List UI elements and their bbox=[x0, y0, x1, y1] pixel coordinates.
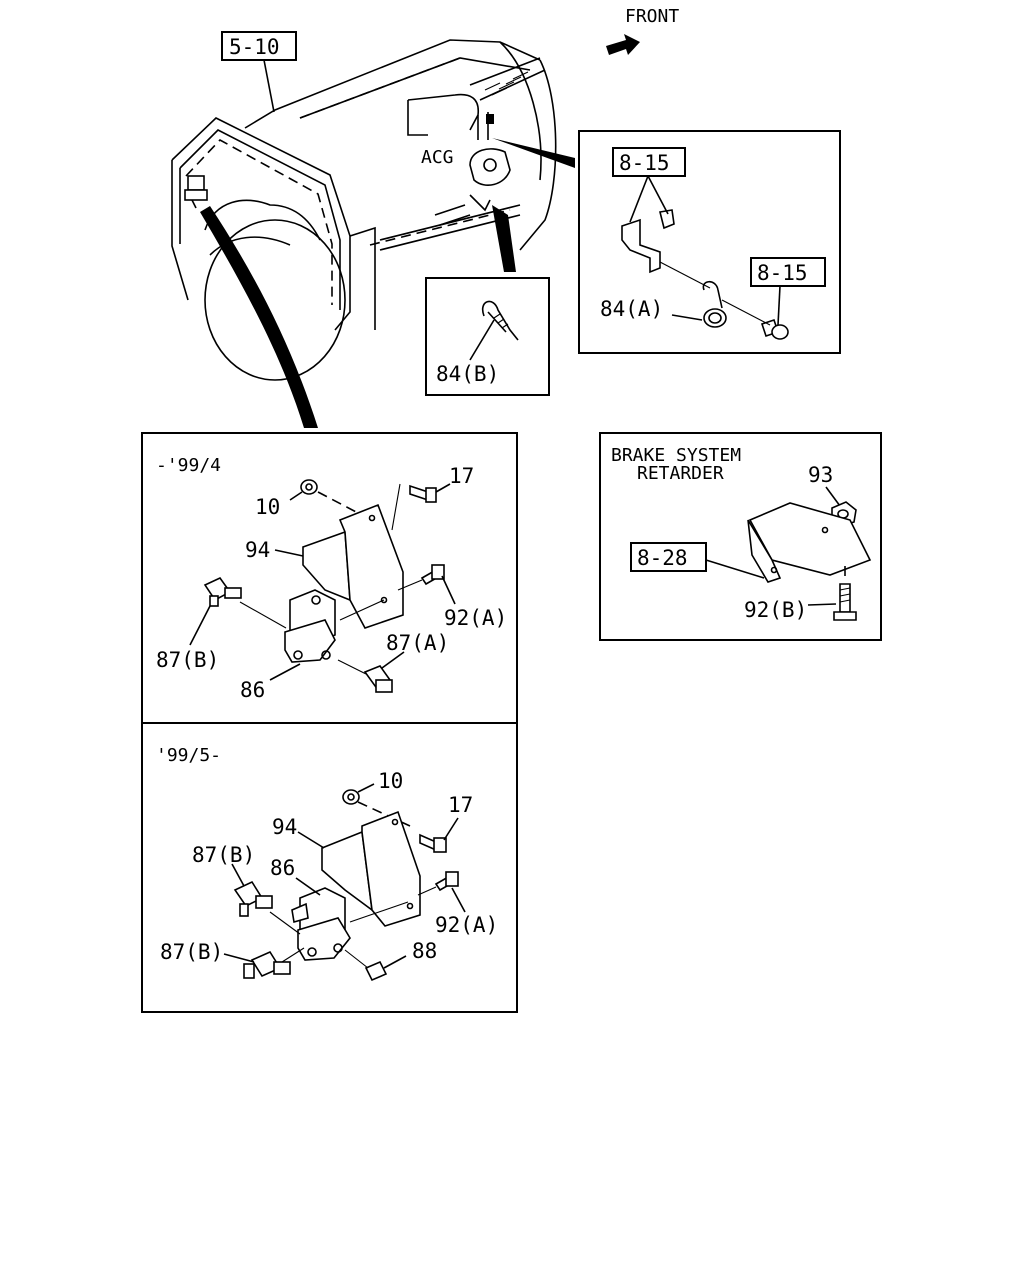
front-label: FRONT bbox=[625, 6, 679, 27]
ref-8-15-bottom-box[interactable] bbox=[750, 257, 826, 287]
brake-label-92b: 92(B) bbox=[744, 598, 807, 622]
ref-5-10-box[interactable] bbox=[221, 31, 297, 61]
ref-5-10-label: 5-10 bbox=[229, 35, 280, 59]
front-arrow-icon bbox=[606, 34, 640, 55]
leader-wedge-to-8-15 bbox=[492, 138, 575, 168]
pre-label-86: 86 bbox=[240, 678, 265, 702]
post-label-17: 17 bbox=[448, 793, 473, 817]
detail-84b-frame bbox=[425, 277, 550, 396]
front-indicator: FRONT bbox=[606, 6, 679, 55]
ref-8-15-top-box[interactable] bbox=[612, 147, 686, 177]
post-label-10: 10 bbox=[378, 769, 403, 793]
pre-label-94: 94 bbox=[245, 538, 270, 562]
ref-8-15-top-label: 8-15 bbox=[619, 151, 670, 175]
label-84b: 84(B) bbox=[436, 362, 499, 386]
engine-assembly: 5-10 ACG bbox=[171, 31, 575, 428]
post-label-87b-bottom: 87(B) bbox=[160, 940, 223, 964]
leader-wedge-to-84b bbox=[492, 205, 516, 272]
ref-8-28-label: 8-28 bbox=[637, 546, 688, 570]
pre-label-87a: 87(A) bbox=[386, 631, 449, 655]
brake-label-93: 93 bbox=[808, 463, 833, 487]
post-label-87b-top: 87(B) bbox=[192, 843, 255, 867]
post-label-94: 94 bbox=[272, 815, 297, 839]
pre-label-92a: 92(A) bbox=[444, 606, 507, 630]
detail-84a: 8-15 84(A) 8-15 bbox=[578, 130, 841, 354]
brake-title-line2: RETARDER bbox=[637, 463, 724, 484]
ref-8-15-bottom-label: 8-15 bbox=[757, 261, 808, 285]
post-label-88: 88 bbox=[412, 939, 437, 963]
panel-brake-retarder: BRAKE SYSTEM RETARDER 93 8-28 92(B) bbox=[599, 432, 882, 641]
panel-post-1999-5: '99/5- 10 17 94 92(A) 86 bbox=[141, 722, 518, 1013]
panel-pre-period: -'99/4 bbox=[156, 455, 221, 476]
post-label-92a: 92(A) bbox=[435, 913, 498, 937]
panel-pre-1999-4: -'99/4 10 17 94 92(A) 86 bbox=[141, 432, 518, 724]
detail-84b: 84(B) bbox=[425, 277, 550, 396]
pre-label-17: 17 bbox=[449, 464, 474, 488]
label-84a: 84(A) bbox=[600, 297, 663, 321]
pre-label-10: 10 bbox=[255, 495, 280, 519]
pre-label-87b: 87(B) bbox=[156, 648, 219, 672]
post-label-86: 86 bbox=[270, 856, 295, 880]
panel-post-period: '99/5- bbox=[156, 745, 221, 766]
brake-title-line1: BRAKE SYSTEM bbox=[611, 445, 741, 466]
ref-8-28-box[interactable] bbox=[630, 542, 707, 572]
leader-wedge-to-panel bbox=[200, 206, 318, 428]
acg-label: ACG bbox=[421, 147, 454, 168]
